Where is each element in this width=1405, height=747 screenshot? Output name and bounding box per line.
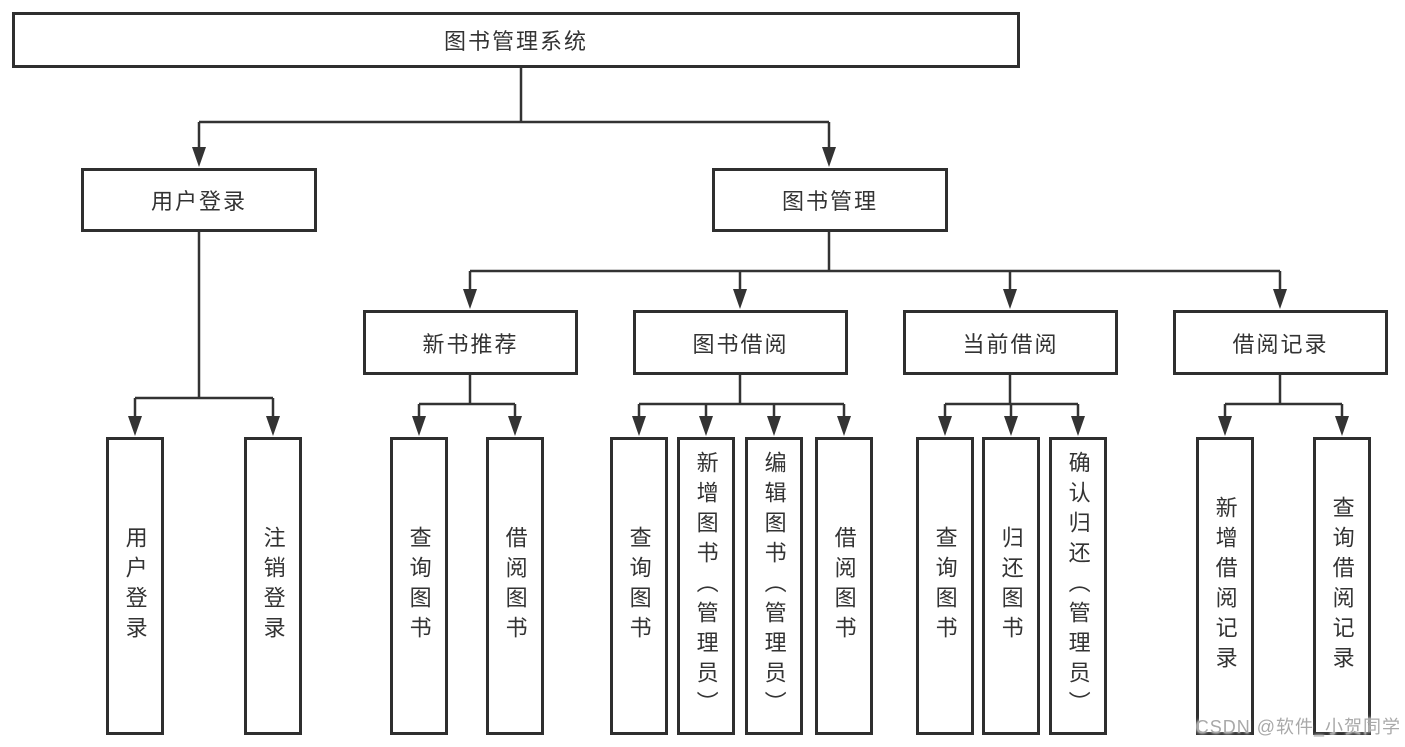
node-label: 当前借阅 xyxy=(962,331,1059,357)
leaf-label: 注销登录 xyxy=(260,526,286,646)
connector-borrowing-to-leaves xyxy=(637,375,846,423)
node-label: 新书推荐 xyxy=(422,331,519,357)
leaf-borrow-books-recommend: 借阅图书 xyxy=(486,437,544,735)
node-label: 图书管理 xyxy=(781,189,878,214)
leaf-edit-books-admin: 编辑图书（管理员） xyxy=(745,437,803,735)
connector-newbooks-to-leaves xyxy=(417,375,517,423)
leaf-label: 查询图书 xyxy=(406,526,432,646)
leaf-label: 确认归还（管理员） xyxy=(1065,451,1091,721)
leaf-borrow-books: 借阅图书 xyxy=(815,437,873,735)
connector-records-to-leaves xyxy=(1223,375,1344,423)
node-borrowing-records: 借阅记录 xyxy=(1173,310,1388,375)
node-label: 用户登录 xyxy=(150,189,247,214)
node-label: 借阅记录 xyxy=(1232,331,1329,357)
node-library-system: 图书管理系统 xyxy=(12,12,1020,68)
leaf-add-books-admin: 新增图书（管理员） xyxy=(677,437,735,735)
leaf-query-books-borrowing: 查询图书 xyxy=(610,437,668,735)
leaf-logout: 注销登录 xyxy=(244,437,302,735)
leaf-confirm-return-admin: 确认归还（管理员） xyxy=(1049,437,1107,735)
leaf-user-login: 用户登录 xyxy=(106,437,164,735)
leaf-add-borrow-record: 新增借阅记录 xyxy=(1196,437,1254,735)
connector-root-to-level2 xyxy=(197,68,831,152)
node-label: 图书借阅 xyxy=(692,331,789,357)
node-new-book-recommend: 新书推荐 xyxy=(363,310,578,375)
leaf-label: 查询借阅记录 xyxy=(1329,496,1355,676)
leaf-label: 借阅图书 xyxy=(831,526,857,646)
connector-strokes xyxy=(133,68,1344,423)
leaf-query-borrow-record: 查询借阅记录 xyxy=(1313,437,1371,735)
node-label: 图书管理系统 xyxy=(443,29,588,54)
leaf-label: 查询图书 xyxy=(932,526,958,646)
leaf-return-books: 归还图书 xyxy=(982,437,1040,735)
leaf-label: 新增图书（管理员） xyxy=(693,451,719,721)
node-current-borrowing: 当前借阅 xyxy=(903,310,1118,375)
arrowhead-icon xyxy=(128,147,1349,436)
connector-bookmgmt-to-level3 xyxy=(468,232,1282,296)
connector-current-to-leaves xyxy=(943,375,1080,423)
leaf-query-books-recommend: 查询图书 xyxy=(390,437,448,735)
connector-userlogin-to-leaves xyxy=(133,232,275,423)
leaf-label: 新增借阅记录 xyxy=(1212,496,1238,676)
node-book-management: 图书管理 xyxy=(712,168,948,232)
leaf-label: 归还图书 xyxy=(998,526,1024,646)
arrowhead-icons xyxy=(128,147,1349,436)
node-user-login: 用户登录 xyxy=(81,168,317,232)
node-book-borrowing: 图书借阅 xyxy=(633,310,848,375)
leaf-label: 用户登录 xyxy=(122,526,148,646)
leaf-label: 查询图书 xyxy=(626,526,652,646)
watermark: CSDN @软件_小贺同学 xyxy=(1195,717,1401,737)
leaf-label: 借阅图书 xyxy=(502,526,528,646)
leaf-query-books-current: 查询图书 xyxy=(916,437,974,735)
leaf-label: 编辑图书（管理员） xyxy=(761,451,787,721)
